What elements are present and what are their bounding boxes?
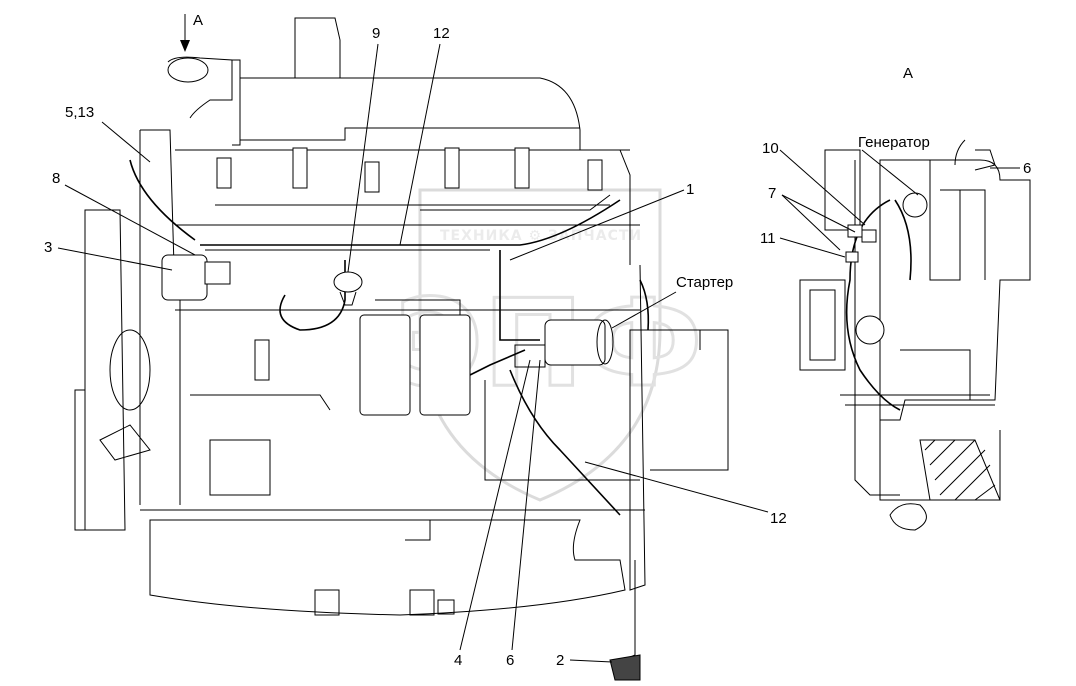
view-a-arrow: А (180, 12, 203, 52)
front-pulley (74, 209, 151, 531)
callout-4: 4 (454, 652, 462, 669)
callouts-view-a: 10 Генератор 6 7 11 (760, 134, 1031, 258)
bracket-2 (609, 654, 641, 681)
callout-12-top: 12 (433, 25, 450, 42)
callout-2: 2 (556, 652, 564, 669)
starter-motor (514, 319, 614, 368)
callout-12-right: 12 (770, 510, 787, 527)
callouts-main: 5,13 8 3 9 12 1 Стартер 12 4 6 2 (44, 25, 787, 669)
engine-main-view (74, 17, 729, 681)
callout-6-right: 6 (1023, 160, 1031, 177)
callout-generator: Генератор (858, 134, 930, 151)
callout-6-bottom: 6 (506, 652, 514, 669)
callout-9: 9 (372, 25, 380, 42)
hatched-bracket (919, 439, 1001, 501)
engine-view-a: А (799, 65, 1031, 531)
callout-5-13: 5,13 (65, 104, 94, 121)
wiring-harness (129, 159, 650, 516)
injector-row (215, 147, 611, 211)
fuel-filters (359, 299, 471, 416)
sensor-9 (333, 271, 363, 306)
callout-8: 8 (52, 170, 60, 187)
callout-11: 11 (760, 230, 776, 247)
callout-1: 1 (686, 181, 694, 198)
callout-7: 7 (768, 185, 776, 202)
fuel-pump-3 (161, 254, 231, 301)
callout-10: 10 (762, 140, 779, 157)
view-a-title: А (903, 65, 913, 82)
callout-3: 3 (44, 239, 52, 256)
callout-starter: Стартер (676, 274, 733, 291)
view-a-arrow-label: А (193, 12, 203, 29)
watermark-text: ТЕХНИКА ⚙ ЗАПЧАСТИ (440, 228, 642, 244)
